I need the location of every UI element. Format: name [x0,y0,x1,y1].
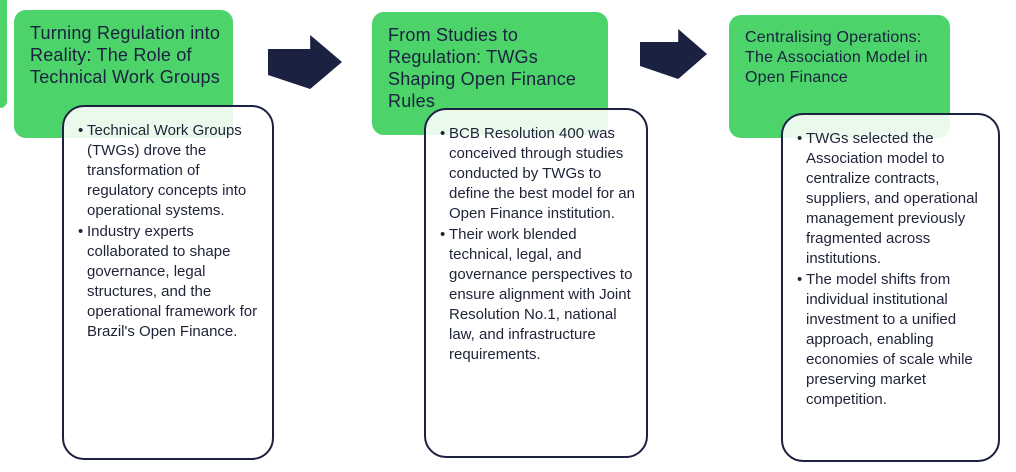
step-1-title: Turning Regulation into Reality: The Rol… [30,23,221,87]
right-block-arrow-icon [268,35,342,89]
step-2-title: From Studies to Regulation: TWGs Shaping… [388,25,577,111]
step-3-title: Centralising Operations: The Association… [745,29,928,86]
bullet-item: The model shifts from individual institu… [797,270,988,410]
bullet-item: TWGs selected the Association model to c… [797,129,988,269]
step-2-bullet-list: BCB Resolution 400 was conceived through… [440,124,636,365]
cropped-accent-strip [0,0,7,108]
right-block-arrow-icon [640,29,707,79]
bullet-item: Their work blended technical, legal, and… [440,225,636,365]
bullet-item: Industry experts collaborated to shape g… [78,222,262,342]
step-1-content-box: Technical Work Groups (TWGs) drove the t… [62,105,274,460]
bullet-item: BCB Resolution 400 was conceived through… [440,124,636,224]
step-1-bullet-list: Technical Work Groups (TWGs) drove the t… [78,121,262,342]
step-2-content-box: BCB Resolution 400 was conceived through… [424,108,648,458]
step-3-content-box: TWGs selected the Association model to c… [781,113,1000,462]
step-3-bullet-list: TWGs selected the Association model to c… [797,129,988,410]
bullet-item: Technical Work Groups (TWGs) drove the t… [78,121,262,221]
